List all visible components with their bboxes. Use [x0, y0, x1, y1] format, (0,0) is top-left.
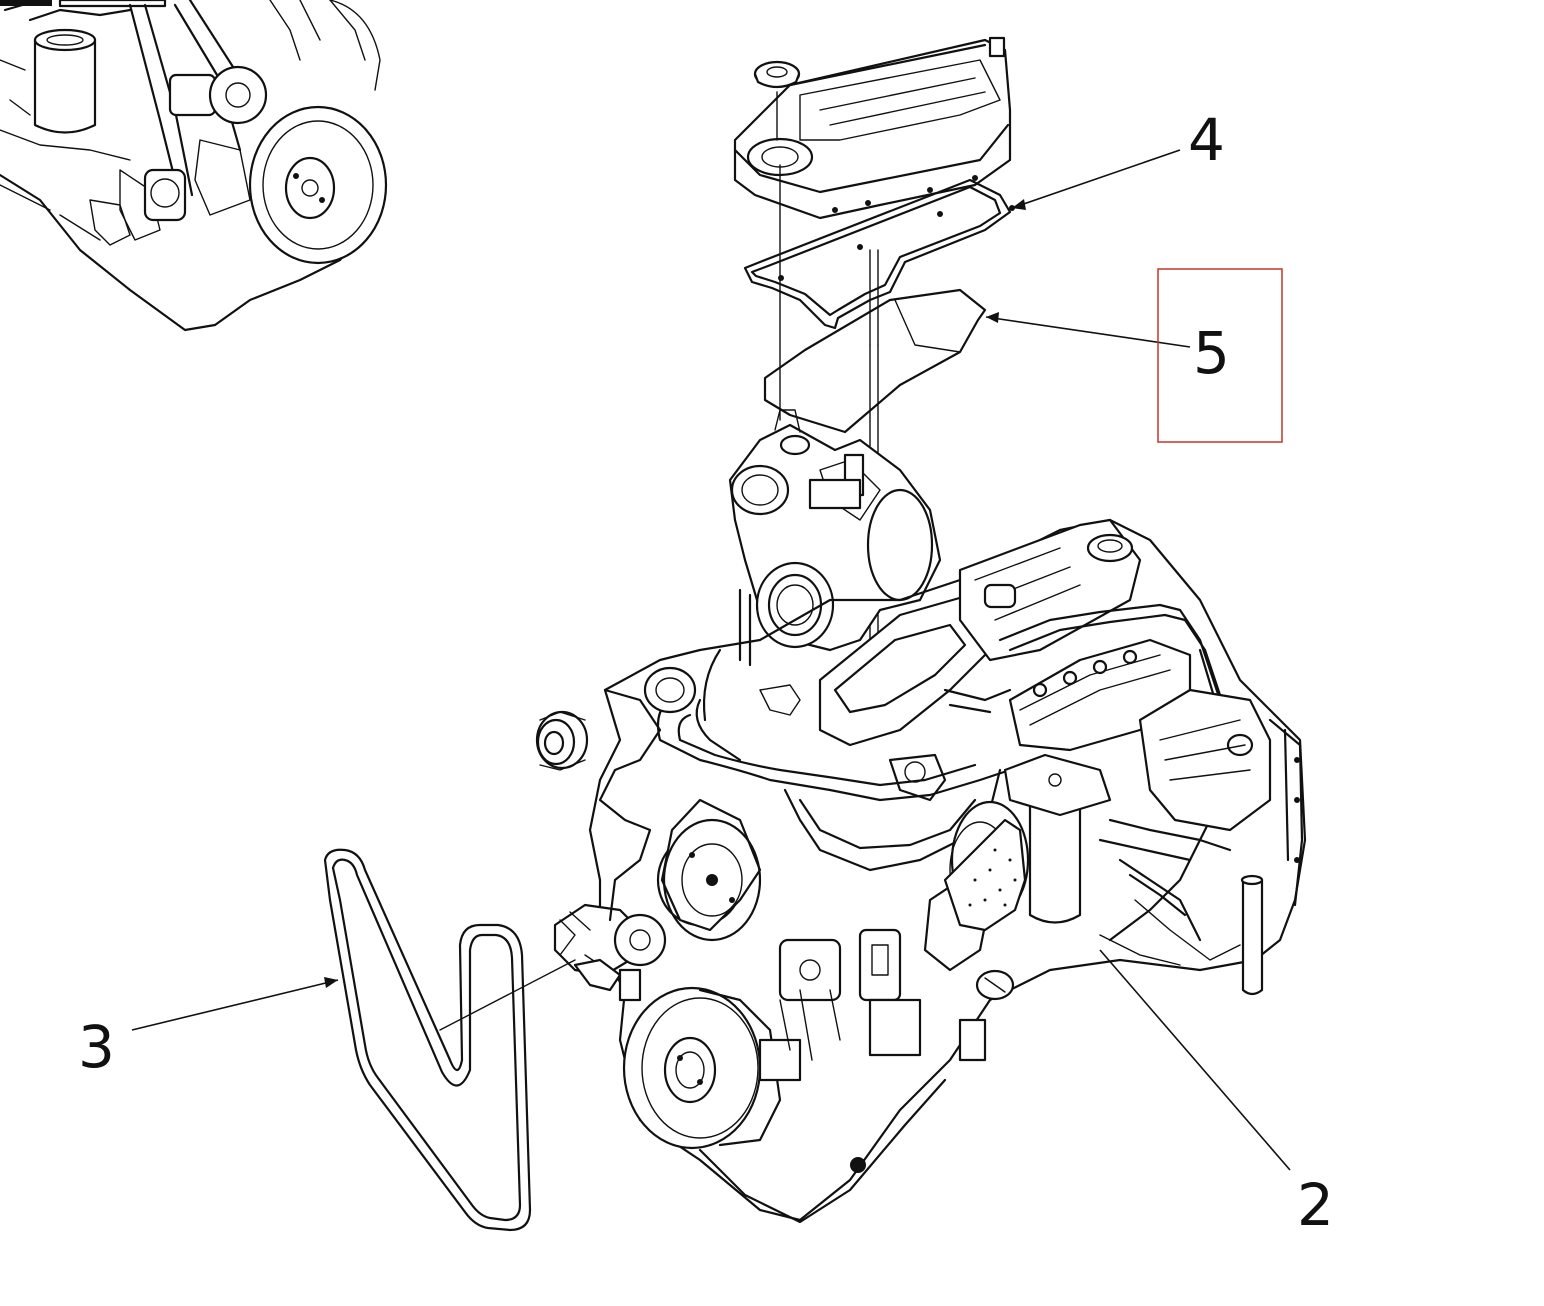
callout-label-4: 4: [1188, 106, 1225, 174]
idler-pulley: [535, 710, 589, 771]
leader-4: [1011, 149, 1181, 209]
callout-5[interactable]: 5: [1157, 268, 1283, 443]
breather-baffle: [763, 249, 987, 434]
engine-thumbnail-partial: [0, 0, 388, 332]
valve-cover: [733, 36, 1012, 220]
callout-2[interactable]: 2: [1297, 1171, 1334, 1239]
callout-label-3: 3: [78, 1013, 115, 1081]
callout-5-highlight-box: [1157, 268, 1283, 443]
belt-routing-line: [439, 959, 576, 1031]
leader-5: [985, 316, 1191, 348]
leader-3: [131, 979, 339, 1031]
arrowhead-3: [324, 977, 338, 988]
callout-label-2: 2: [1297, 1171, 1334, 1239]
engine-block: [553, 518, 1307, 1224]
turbocharger: [728, 409, 942, 667]
oil-filler-cap: [753, 60, 801, 141]
arrowhead-5: [986, 312, 999, 323]
arrowhead-4: [1012, 199, 1026, 210]
serpentine-belt: [323, 848, 532, 1232]
leader-lines: [131, 149, 1291, 1171]
callout-3[interactable]: 3: [78, 1013, 115, 1081]
leader-2: [1099, 949, 1291, 1171]
callout-label-5: 5: [1193, 319, 1230, 387]
valve-cover-gasket: [743, 178, 1015, 330]
callout-4[interactable]: 4: [1188, 106, 1225, 174]
